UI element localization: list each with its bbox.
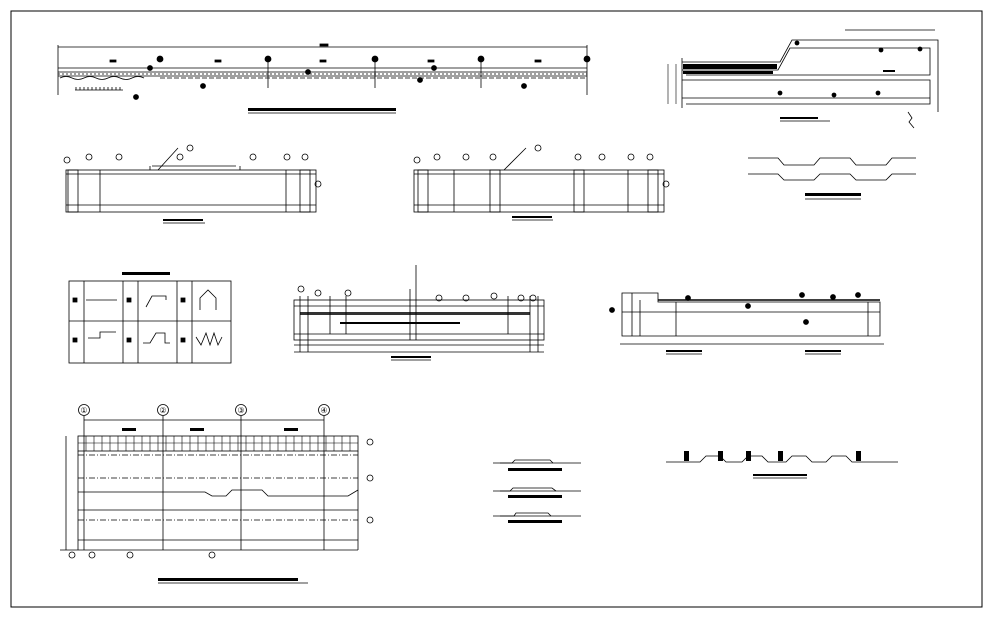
sheet-border (10, 10, 983, 608)
grid-axis-3: ③ (235, 404, 247, 416)
reinforcement-elevation-top (57, 43, 591, 114)
beam-section-b (413, 144, 670, 221)
grid-axis-plan (60, 416, 374, 584)
svg-text:③: ③ (237, 406, 244, 415)
grid-axis-2: ② (157, 404, 169, 416)
profiled-deck-section (748, 157, 916, 200)
grid-axis-4: ④ (318, 404, 330, 416)
bar-schedule-table (68, 272, 232, 364)
svg-text:④: ④ (320, 406, 327, 415)
grid-axis-1: ① (78, 404, 90, 416)
corrugated-slab-section (666, 451, 898, 479)
svg-text:②: ② (159, 406, 166, 415)
stepped-beam-detail (667, 29, 939, 129)
svg-text:①: ① (80, 406, 87, 415)
bar-detail-sketches (493, 459, 581, 523)
right-beam-elevation (609, 292, 884, 355)
central-beam-elevation (293, 265, 545, 361)
beam-section-a (63, 144, 322, 224)
